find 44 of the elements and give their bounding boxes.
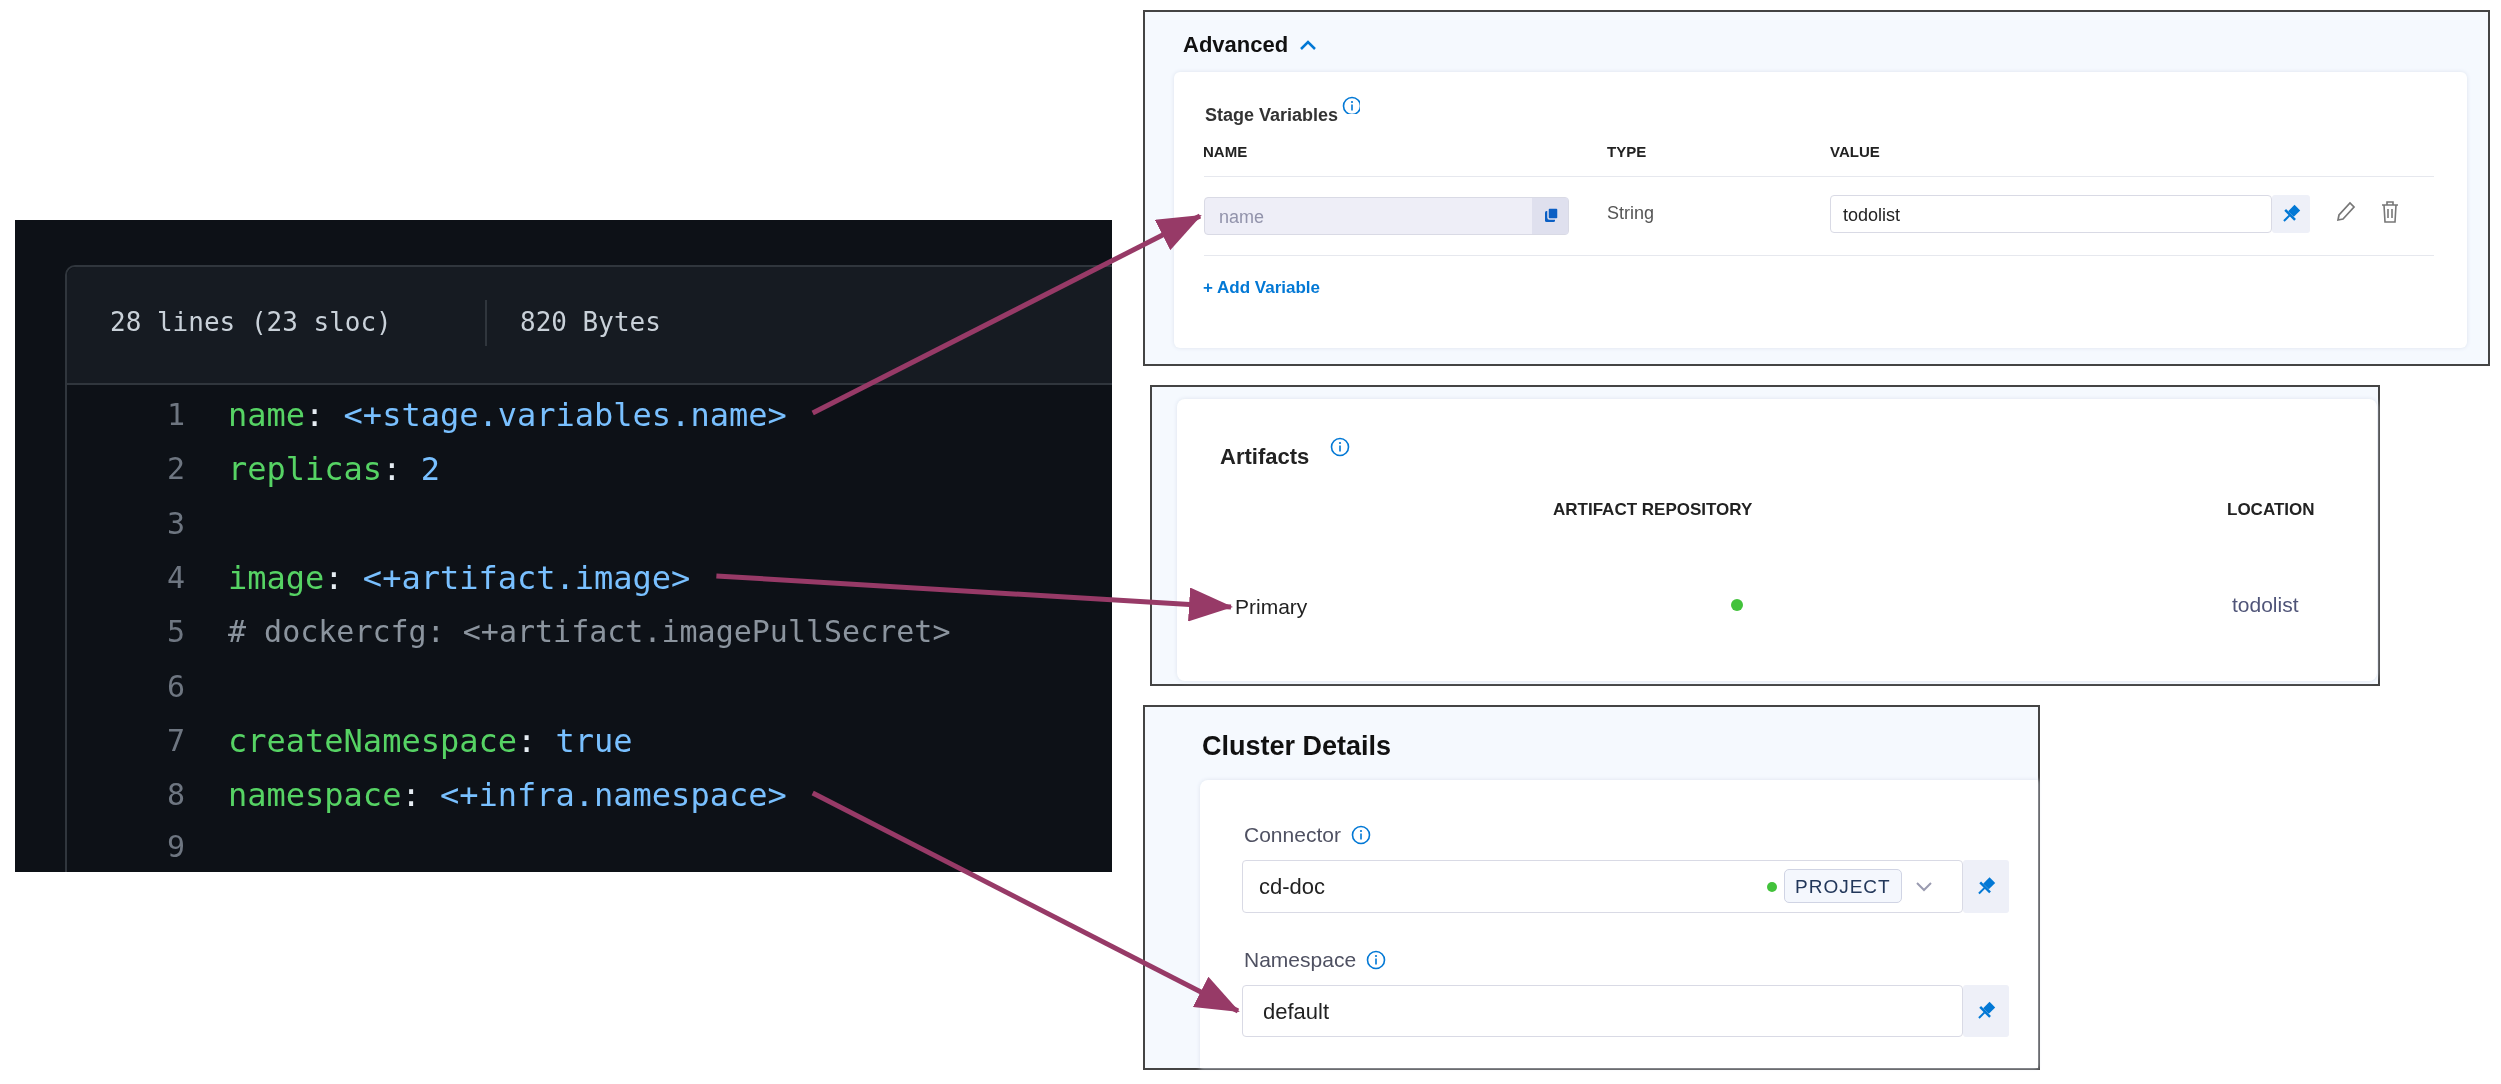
code-line: createNamespace: true bbox=[228, 722, 633, 760]
arrow bbox=[716, 573, 1233, 622]
section-heading: Artifacts bbox=[1220, 444, 1310, 470]
add-variable-link: + Add Variable bbox=[1203, 278, 1320, 298]
input-field: todolist bbox=[1830, 195, 2272, 233]
line-number: 8 bbox=[165, 777, 185, 813]
input-field: name bbox=[1204, 197, 1569, 235]
column-header: LOCATION bbox=[2227, 500, 2315, 520]
column-header: NAME bbox=[1203, 143, 1248, 161]
line-number: 2 bbox=[165, 451, 185, 487]
section-heading: Advanced bbox=[1183, 32, 1289, 58]
line-number: 7 bbox=[165, 723, 185, 759]
field-label: Namespace bbox=[1244, 947, 1357, 973]
column-header: TYPE bbox=[1607, 143, 1647, 161]
file-size-text: 820 Bytes bbox=[520, 308, 661, 338]
code-line: namespace: <+infra.namespace> bbox=[228, 776, 787, 814]
line-number: 5 bbox=[165, 614, 185, 650]
variables-card bbox=[1174, 72, 2467, 348]
settings-panel bbox=[1143, 705, 2040, 1070]
code-viewer-panel bbox=[15, 220, 1112, 872]
input-field: default bbox=[1242, 985, 1963, 1037]
column-header: VALUE bbox=[1830, 143, 1880, 161]
row-label: Primary bbox=[1235, 594, 1308, 620]
line-number: 6 bbox=[165, 669, 185, 705]
arrow bbox=[811, 790, 1240, 1014]
code-comment: # dockercfg: <+artifact.imagePullSecret> bbox=[228, 614, 951, 650]
line-count-text: 28 lines (23 sloc) bbox=[110, 308, 392, 338]
line-number: 1 bbox=[165, 397, 185, 433]
arrow bbox=[811, 213, 1202, 416]
location-text: todolist bbox=[2232, 592, 2299, 618]
dropdown-field: cd-doc PROJECT bbox=[1242, 860, 1963, 913]
settings-panel bbox=[1143, 10, 2490, 366]
line-number: 3 bbox=[165, 506, 185, 542]
type-text: String bbox=[1607, 202, 1655, 224]
column-header: ARTIFACT REPOSITORY bbox=[1553, 500, 1753, 520]
code-line: image: <+artifact.image> bbox=[228, 559, 691, 597]
section-heading: Stage Variables bbox=[1205, 104, 1339, 126]
field-label: Connector bbox=[1244, 822, 1341, 848]
code-line: name: <+stage.variables.name> bbox=[228, 396, 787, 434]
scope-tag: PROJECT bbox=[1784, 869, 1902, 903]
line-number: 4 bbox=[165, 560, 185, 596]
line-number: 9 bbox=[165, 829, 185, 865]
section-heading: Cluster Details bbox=[1202, 731, 1392, 763]
code-line: replicas: 2 bbox=[228, 450, 440, 488]
